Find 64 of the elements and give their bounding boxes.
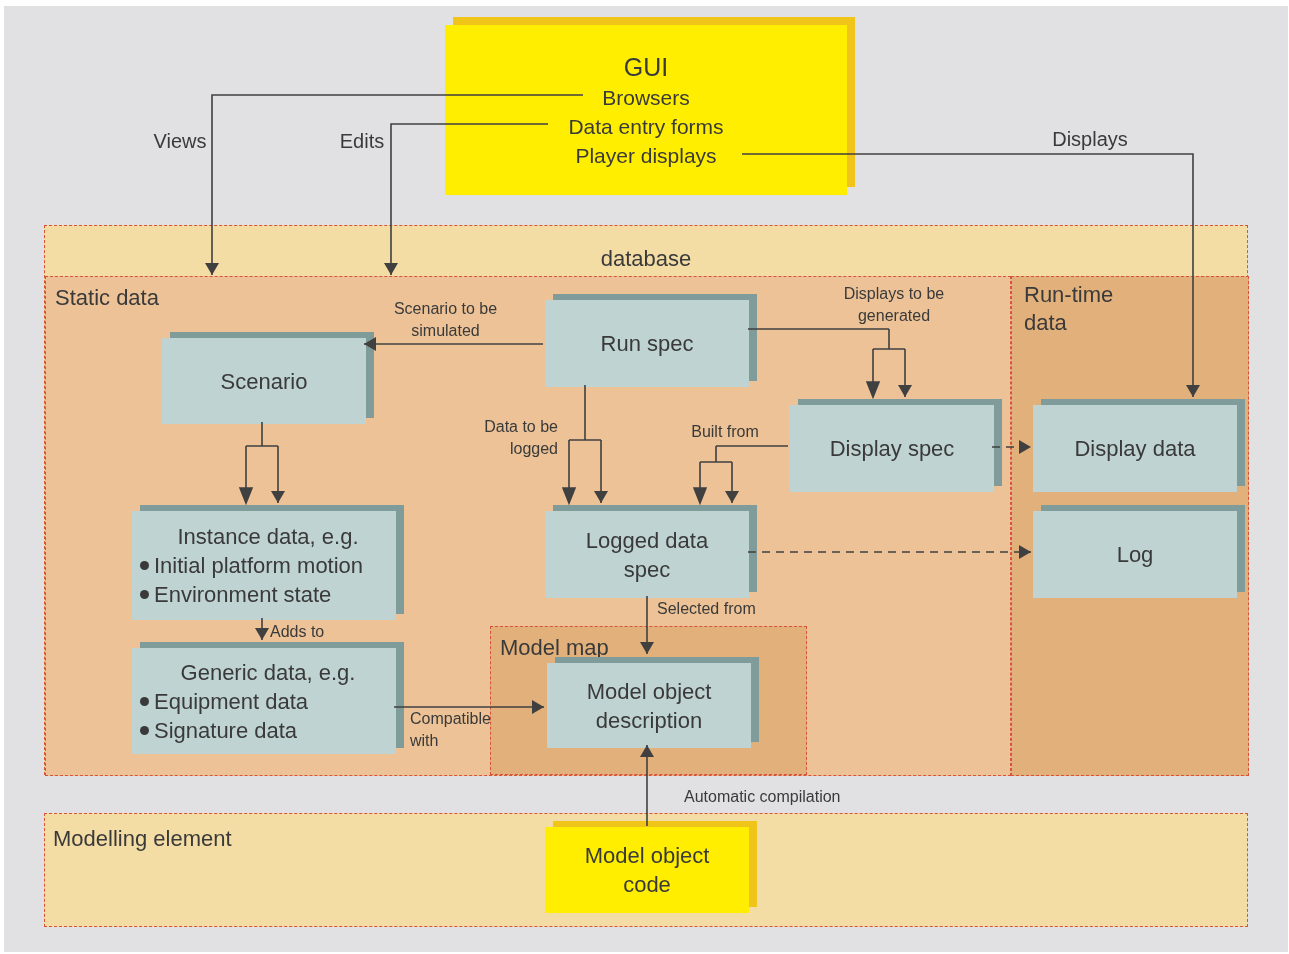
arrow [393, 700, 545, 714]
bullet-text: Environment state [154, 581, 332, 609]
arrow [363, 337, 544, 351]
edge-label: Selected from [657, 599, 757, 619]
process-box [162, 332, 374, 424]
process-box [790, 399, 1002, 492]
edge-label: Views [152, 129, 208, 154]
arrow [562, 384, 608, 506]
process-box [545, 505, 757, 598]
region-band [44, 225, 1248, 775]
edge-label: Adds to [270, 622, 326, 642]
box-text: GUI [623, 51, 669, 83]
dashed-arrow [747, 545, 1032, 559]
process-box [1033, 399, 1245, 492]
process-box [1033, 505, 1245, 598]
box-text: Display data [1074, 435, 1196, 463]
region-title: Modelling element [53, 825, 232, 853]
box-text: Browsers [602, 84, 690, 111]
box-text: Data entry forms [568, 113, 724, 140]
bullet-text: Equipment data [154, 687, 309, 716]
dashed-arrow [991, 440, 1032, 454]
dashed-region [45, 276, 1011, 776]
box-text: Display spec [829, 435, 955, 463]
dashed-region [1011, 276, 1249, 776]
arrow [205, 94, 584, 276]
box-heading: Generic data, e.g. [180, 658, 356, 687]
edge-label: Scenario to be simulated [392, 299, 499, 341]
arrow [384, 123, 549, 276]
edge-label: Displays to be generated [842, 284, 946, 326]
arrow [747, 328, 912, 400]
region-title: Run-time data [1024, 281, 1115, 337]
process-box [545, 294, 757, 387]
edge-label: Data to be logged [483, 417, 558, 459]
edge-label: Edits [338, 129, 386, 154]
box-text: Scenario [220, 367, 308, 396]
region-title: Static data [55, 284, 159, 312]
box-text: Run spec [600, 330, 694, 358]
edge-label: Displays [1051, 127, 1129, 152]
arrow [693, 445, 789, 506]
box-text: Model object code [583, 842, 711, 899]
arrow [741, 153, 1200, 398]
arrow [640, 744, 654, 827]
process-box [547, 657, 759, 748]
box-text: Model object description [585, 677, 713, 735]
process-box [132, 505, 404, 620]
region-title: Model map [500, 634, 609, 662]
bullet-text: Signature data [154, 716, 298, 745]
arrow [640, 595, 654, 655]
arrow [255, 617, 269, 641]
box-text: Log [1116, 541, 1154, 569]
bullet-text: Initial platform motion [154, 552, 364, 580]
box-heading: Instance data, e.g. [177, 523, 359, 551]
highlight-box [545, 821, 757, 913]
edge-label: Built from [690, 422, 760, 442]
box-text: Logged data spec [584, 526, 710, 584]
highlight-box [445, 17, 855, 195]
edge-label: Compatible with [410, 709, 492, 751]
arrow [239, 421, 285, 506]
process-box [132, 642, 404, 754]
dashed-region [490, 626, 807, 775]
edge-label: Automatic compilation [684, 787, 842, 807]
region-title: database [599, 245, 693, 273]
box-text: Player displays [575, 142, 717, 169]
region-band [44, 813, 1248, 927]
